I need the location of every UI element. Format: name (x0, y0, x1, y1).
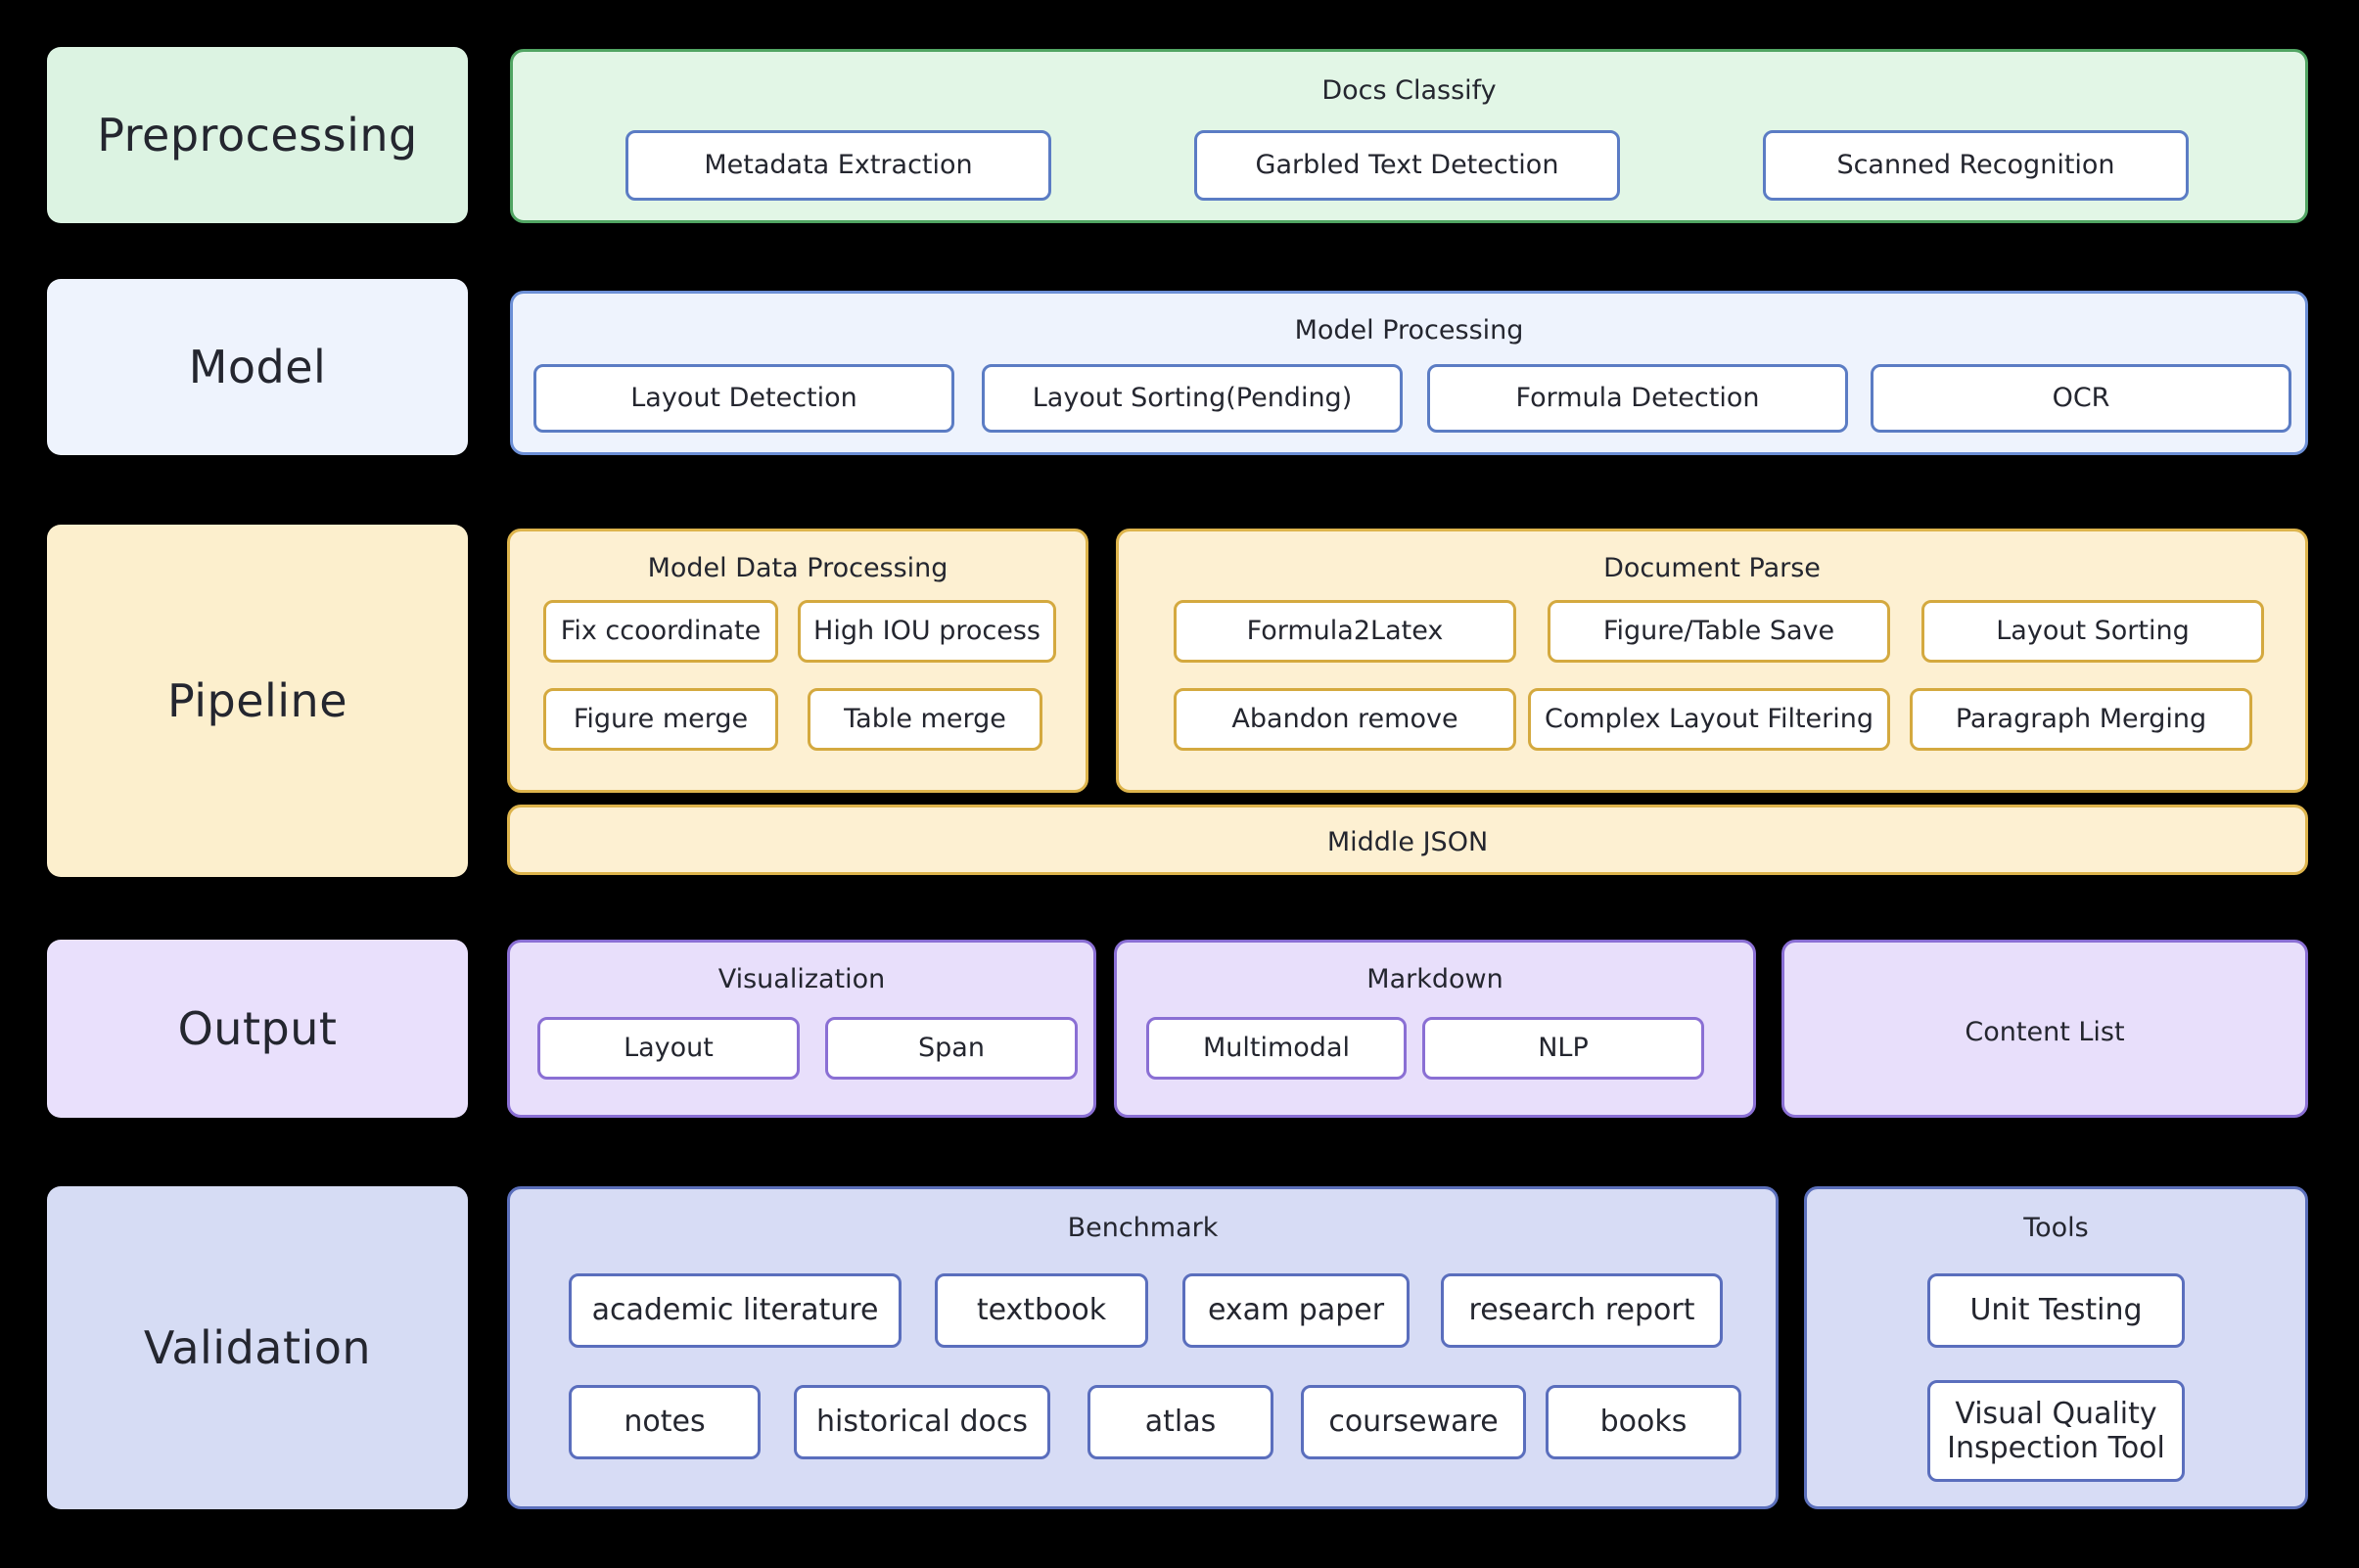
group-title-document-parse: Document Parse (1603, 553, 1821, 583)
group-title-markdown: Markdown (1366, 964, 1503, 994)
group-content-list[interactable]: Content List (1781, 940, 2308, 1118)
chip-multimodal[interactable]: Multimodal (1146, 1017, 1407, 1080)
chip-layout-detection[interactable]: Layout Detection (533, 364, 954, 433)
chip-figure-table-save[interactable]: Figure/Table Save (1548, 600, 1890, 663)
group-title-model-data-processing: Model Data Processing (647, 553, 948, 583)
chip-books[interactable]: books (1546, 1385, 1741, 1459)
chip-historical-docs[interactable]: historical docs (794, 1385, 1050, 1459)
chip-atlas[interactable]: atlas (1087, 1385, 1273, 1459)
group-model-processing: Model Processing Layout Detection Layout… (510, 291, 2308, 455)
chip-span[interactable]: Span (825, 1017, 1078, 1080)
chip-high-iou-process[interactable]: High IOU process (798, 600, 1056, 663)
group-middle-json[interactable]: Middle JSON (507, 805, 2308, 875)
chip-figure-merge[interactable]: Figure merge (543, 688, 778, 751)
group-title-tools: Tools (2023, 1213, 2089, 1243)
stage-label-text: Output (177, 1002, 338, 1055)
group-title-middle-json: Middle JSON (1326, 827, 1489, 857)
chip-formula2latex[interactable]: Formula2Latex (1174, 600, 1516, 663)
chip-metadata-extraction[interactable]: Metadata Extraction (625, 130, 1051, 201)
chip-table-merge[interactable]: Table merge (808, 688, 1042, 751)
group-model-data-processing: Model Data Processing Fix ccoordinate Hi… (507, 529, 1088, 793)
stage-label-preprocessing: Preprocessing (47, 47, 468, 223)
chip-formula-detection[interactable]: Formula Detection (1427, 364, 1848, 433)
chip-layout-sorting[interactable]: Layout Sorting (1921, 600, 2264, 663)
group-title-docs-classify: Docs Classify (1321, 75, 1497, 106)
chip-unit-testing[interactable]: Unit Testing (1927, 1273, 2185, 1348)
group-title-benchmark: Benchmark (1067, 1213, 1219, 1243)
chip-nlp[interactable]: NLP (1422, 1017, 1704, 1080)
chip-abandon-remove[interactable]: Abandon remove (1174, 688, 1516, 751)
chip-ocr[interactable]: OCR (1871, 364, 2291, 433)
chip-garbled-text-detection[interactable]: Garbled Text Detection (1194, 130, 1620, 201)
group-title-content-list: Content List (1965, 1017, 2125, 1047)
stage-label-text: Validation (143, 1321, 372, 1374)
chip-layout-sorting-pending[interactable]: Layout Sorting(Pending) (982, 364, 1403, 433)
group-markdown: Markdown Multimodal NLP (1114, 940, 1756, 1118)
group-visualization: Visualization Layout Span (507, 940, 1096, 1118)
group-tools: Tools Unit Testing Visual Quality Inspec… (1804, 1186, 2308, 1509)
stage-label-text: Pipeline (166, 674, 348, 727)
chip-textbook[interactable]: textbook (935, 1273, 1148, 1348)
chip-scanned-recognition[interactable]: Scanned Recognition (1763, 130, 2189, 201)
stage-label-validation: Validation (47, 1186, 468, 1509)
chip-paragraph-merging[interactable]: Paragraph Merging (1910, 688, 2252, 751)
group-benchmark: Benchmark academic literature textbook e… (507, 1186, 1779, 1509)
chip-notes[interactable]: notes (569, 1385, 761, 1459)
chip-research-report[interactable]: research report (1441, 1273, 1723, 1348)
group-docs-classify: Docs Classify Metadata Extraction Garble… (510, 49, 2308, 223)
chip-exam-paper[interactable]: exam paper (1182, 1273, 1410, 1348)
chip-complex-layout-filtering[interactable]: Complex Layout Filtering (1528, 688, 1890, 751)
stage-label-model: Model (47, 279, 468, 455)
group-title-model-processing: Model Processing (1294, 315, 1524, 346)
stage-label-output: Output (47, 940, 468, 1118)
chip-courseware[interactable]: courseware (1301, 1385, 1526, 1459)
group-document-parse: Document Parse Formula2Latex Figure/Tabl… (1116, 529, 2308, 793)
chip-academic-literature[interactable]: academic literature (569, 1273, 902, 1348)
chip-fix-ccoordinate[interactable]: Fix ccoordinate (543, 600, 778, 663)
chip-visual-quality-inspection-tool[interactable]: Visual Quality Inspection Tool (1927, 1380, 2185, 1482)
stage-label-text: Preprocessing (97, 109, 418, 161)
group-title-visualization: Visualization (717, 964, 886, 994)
stage-label-pipeline: Pipeline (47, 525, 468, 877)
stage-label-text: Model (188, 341, 327, 393)
chip-layout[interactable]: Layout (537, 1017, 800, 1080)
